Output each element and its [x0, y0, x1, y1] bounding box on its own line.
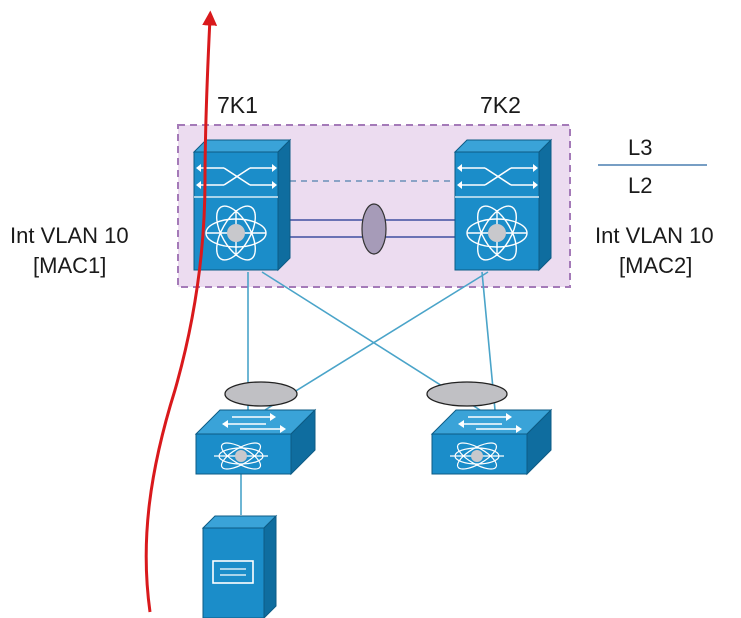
- layer-label-l2: L2: [628, 173, 652, 198]
- nexus-access-switch-icon: [194, 408, 317, 476]
- core-switch-7k1[interactable]: [192, 138, 292, 272]
- server-icon: [201, 514, 278, 618]
- server[interactable]: [201, 514, 278, 618]
- core-switch-7k2[interactable]: [453, 138, 553, 272]
- vlan-label-right-line2: [MAC2]: [619, 253, 692, 278]
- vlan-label-left-line2: [MAC1]: [33, 253, 106, 278]
- vlan-label-left-line1: Int VLAN 10: [10, 223, 129, 248]
- access-switch-left[interactable]: [194, 408, 317, 476]
- peer-port-channel-oval: [361, 203, 387, 255]
- nexus-access-switch-icon: [430, 408, 553, 476]
- nexus-7000-switch-icon: [453, 138, 553, 272]
- peer-link: [290, 180, 458, 255]
- port-channel-oval-left: [224, 381, 298, 407]
- core-switch-label-7k1: 7K1: [217, 92, 258, 118]
- nexus-7000-switch-icon: [192, 138, 292, 272]
- traffic-path-arrow: [144, 10, 218, 613]
- link-7k2-access1: [264, 271, 489, 411]
- layer-label-l3: L3: [628, 135, 652, 160]
- access-switch-right[interactable]: [430, 408, 553, 476]
- core-switch-label-7k2: 7K2: [480, 92, 521, 118]
- port-channel-oval-right: [426, 381, 508, 407]
- vlan-label-right-line1: Int VLAN 10: [595, 223, 714, 248]
